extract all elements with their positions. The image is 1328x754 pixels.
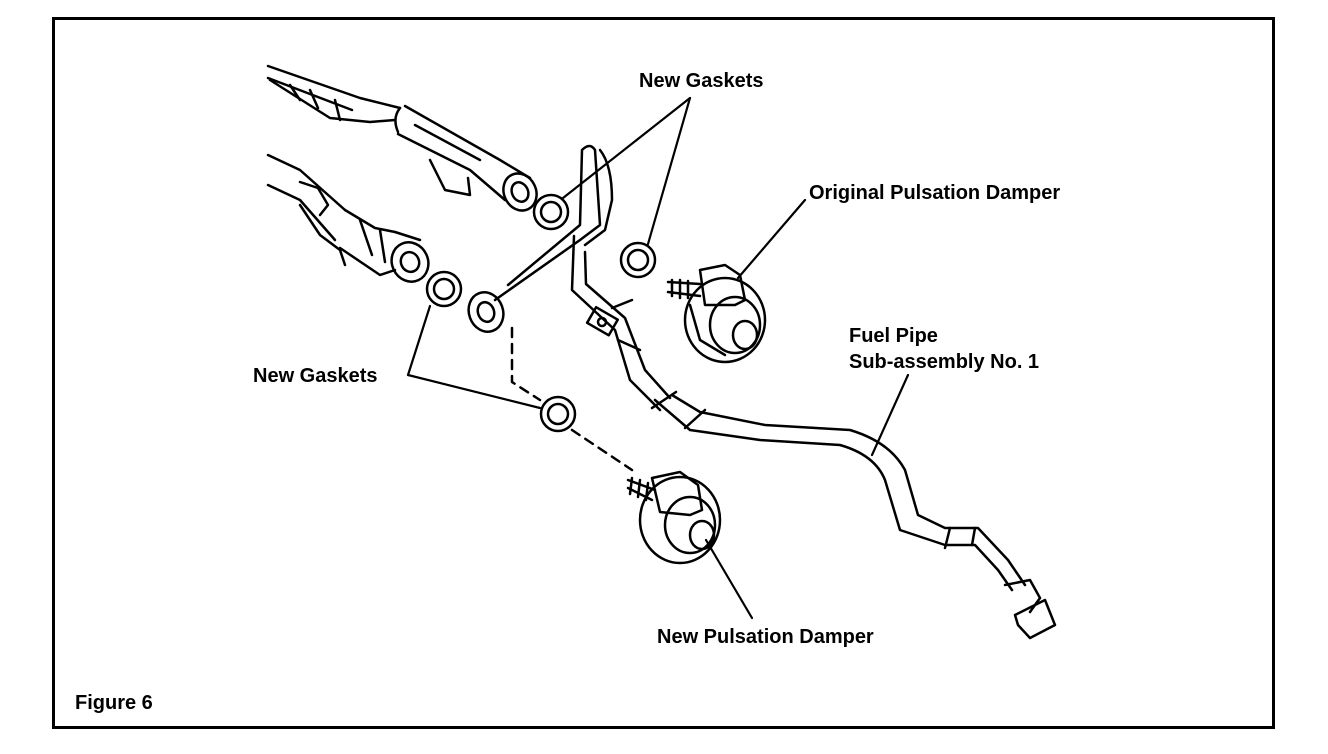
gasket-top-right (619, 241, 657, 279)
leader-lines (406, 96, 910, 620)
original-pulsation-damper (666, 263, 767, 364)
new-gaskets-left-label: New Gaskets (253, 365, 378, 387)
lower-delivery-pipe (266, 153, 430, 283)
fuel-pipe-label: Fuel Pipe (849, 325, 938, 347)
new-gaskets-top-label: New Gaskets (639, 70, 764, 92)
figure-caption: Figure 6 (75, 692, 153, 714)
fuel-pipe (467, 144, 1057, 640)
gasket-left (425, 270, 463, 308)
gasket-top-left (532, 193, 570, 231)
new-pulsation-damper-label: New Pulsation Damper (657, 626, 874, 648)
new-pulsation-damper (626, 470, 722, 565)
original-pulsation-damper-label: Original Pulsation Damper (809, 182, 1061, 204)
upper-delivery-pipe (266, 64, 538, 212)
fuel-pipe-subassembly-label: Sub-assembly No. 1 (849, 351, 1040, 373)
gasket-lower (539, 395, 577, 433)
figure-frame (52, 17, 1275, 729)
assembly-guide-lines (510, 326, 634, 472)
